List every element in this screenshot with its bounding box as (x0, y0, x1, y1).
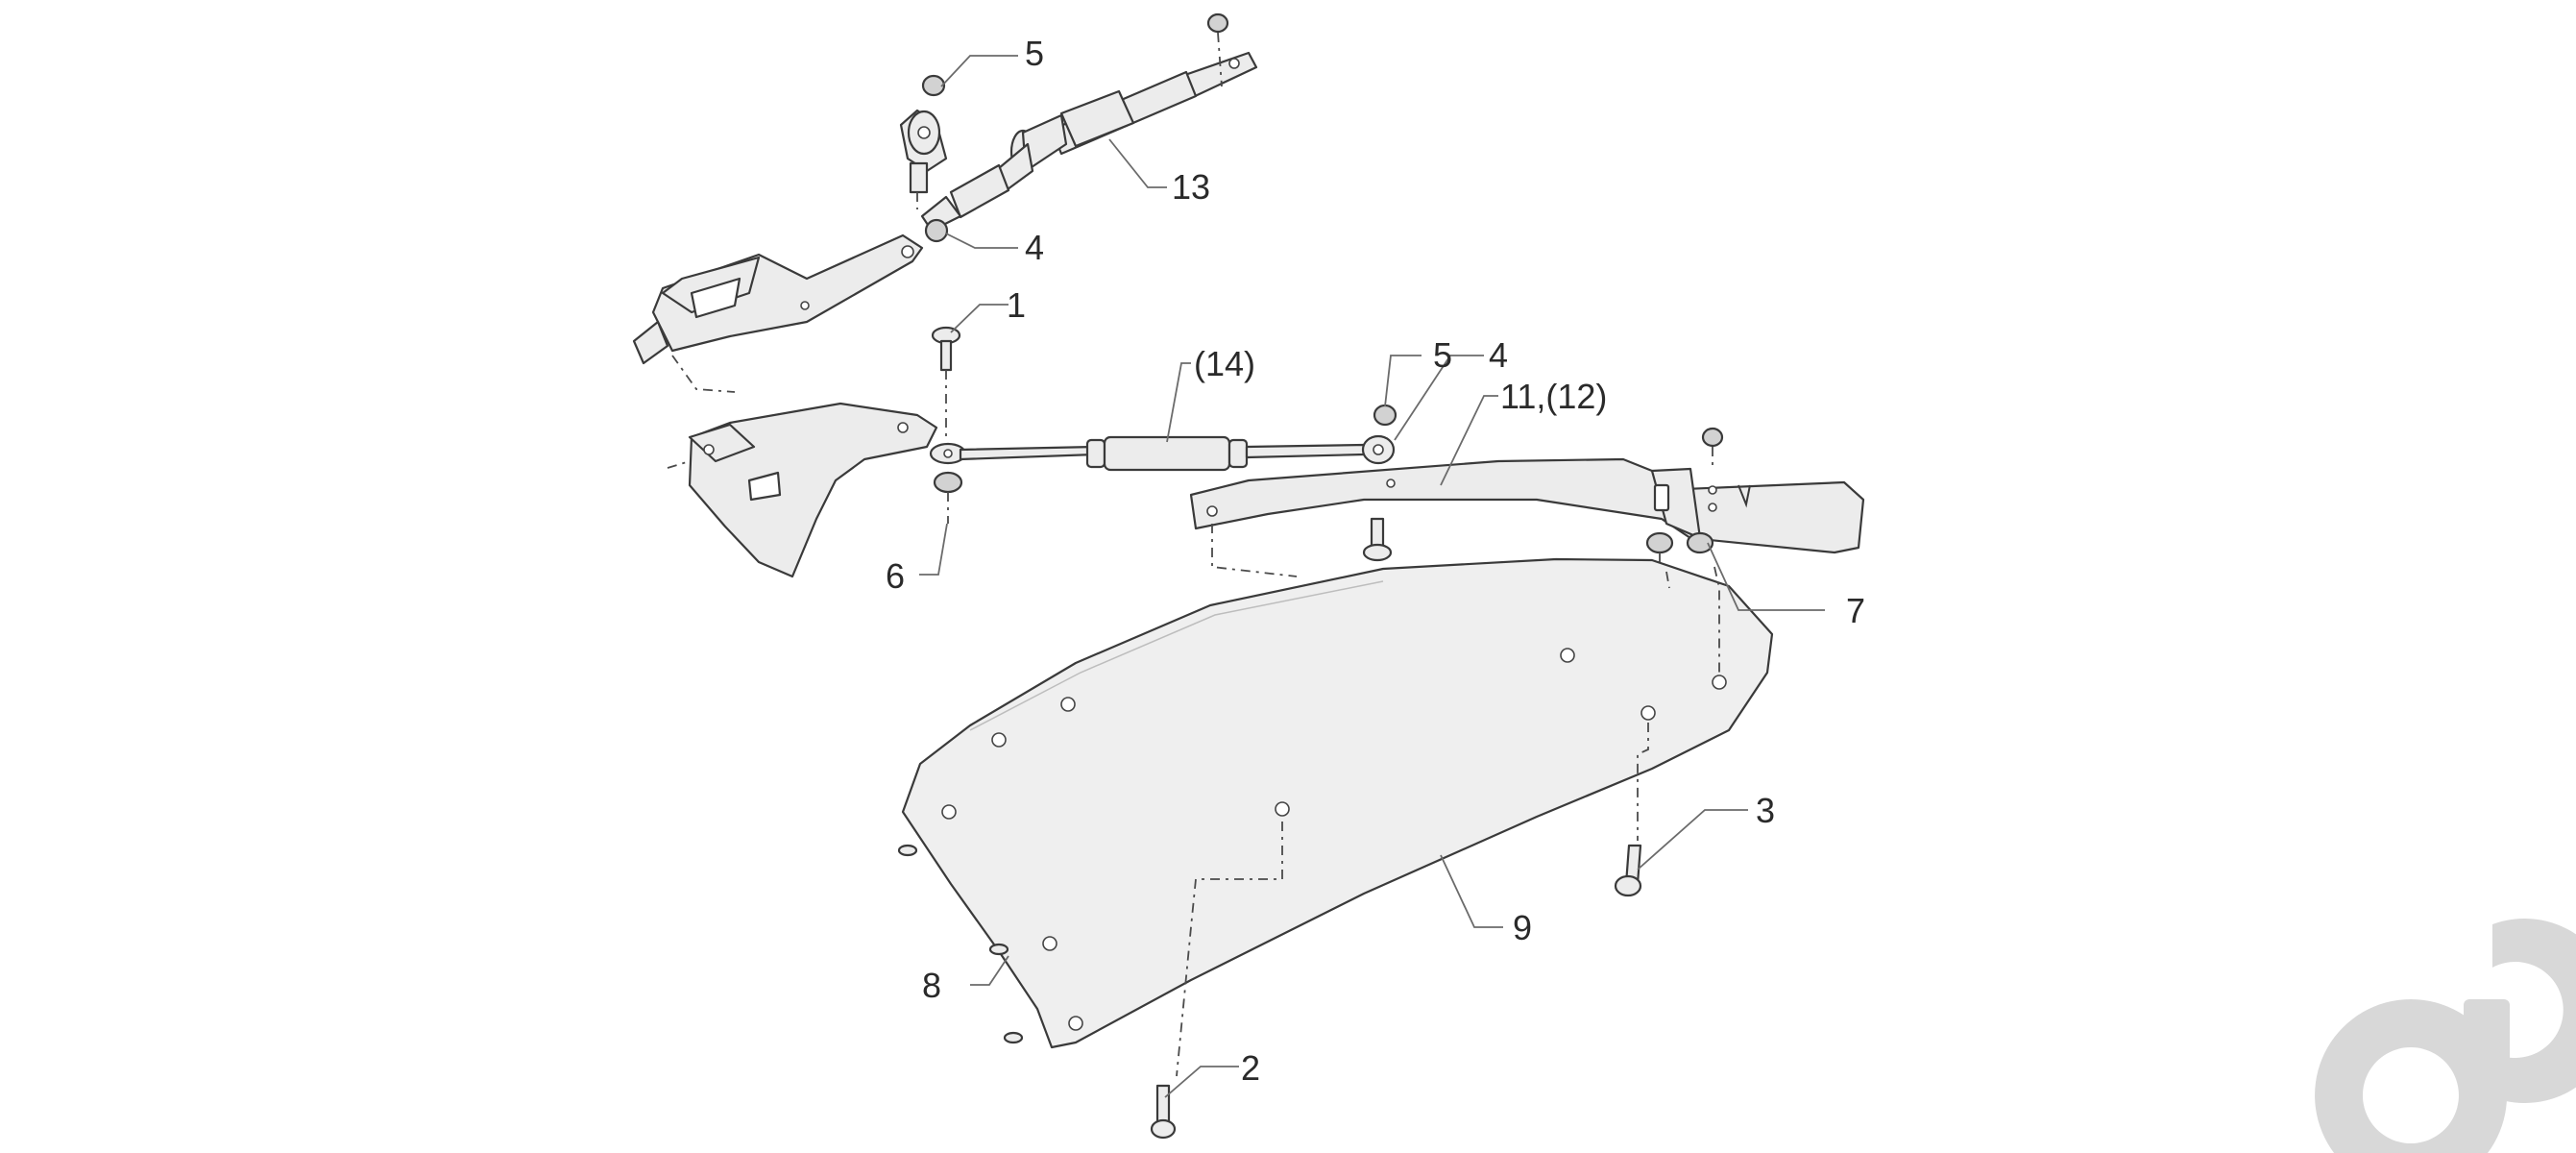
callout-labels: 5 13 4 1 (14) 5 4 11,(12) 6 7 3 9 8 2 (886, 34, 1865, 1088)
callout-8: 8 (922, 966, 941, 1005)
callout-6: 6 (886, 556, 905, 596)
callout-11-12: 11,(12) (1500, 377, 1607, 416)
callout-7: 7 (1846, 591, 1865, 630)
callout-4-top: 4 (1025, 228, 1044, 267)
callout-4-mid: 4 (1489, 335, 1508, 375)
callout-9: 9 (1513, 908, 1532, 947)
ao-logo-icon (2315, 919, 2576, 1153)
top-turnbuckle-assembly (899, 12, 1258, 243)
callout-5-top: 5 (1025, 34, 1044, 73)
mouldboard-plate-9 (897, 524, 1774, 1077)
callout-5-mid: 5 (1433, 335, 1452, 375)
leader-lines (919, 55, 1825, 1098)
bolt-3 (1614, 844, 1642, 897)
turnbuckle-rod-14 (959, 404, 1397, 472)
callout-2: 2 (1241, 1048, 1260, 1088)
callout-1: 1 (1007, 285, 1026, 325)
top-hitch-bracket (632, 233, 924, 393)
bolt-2 (1150, 1084, 1177, 1140)
left-mounting-bracket (667, 402, 938, 578)
mounting-bar-11-12 (1189, 427, 1865, 572)
callout-3: 3 (1756, 791, 1775, 830)
callout-14: (14) (1194, 344, 1255, 383)
washer-nut-6 (929, 442, 967, 524)
callout-13: 13 (1172, 167, 1210, 207)
bolt-1 (931, 326, 961, 437)
